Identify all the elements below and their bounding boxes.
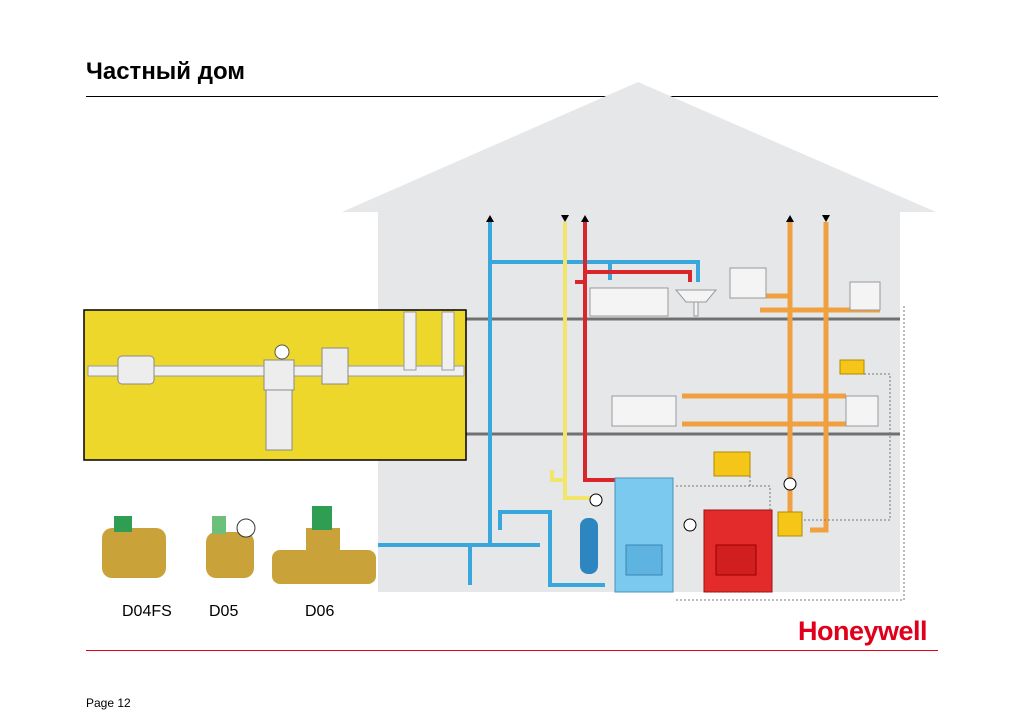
inset-valve-assembly [83,309,467,461]
pressure-gauge [683,518,697,532]
recirculation-pipes [550,222,592,500]
control-wires [676,306,905,601]
arrow-recirc-down [561,215,569,222]
arrow-heat-down [822,215,830,222]
hot-water-pipes [575,222,692,482]
title-divider [86,96,938,97]
mixing-valve [777,511,803,537]
arrow-cold-up [486,215,494,222]
sink [674,289,718,317]
heating-pump [783,477,797,491]
product-label-d04fs: D04FS [122,603,172,620]
product-label-d06: D06 [305,603,335,620]
footer-divider [86,650,938,651]
boiler-panel [715,544,757,576]
arrow-heat-up [786,215,794,222]
page-number: Page 12 [86,696,131,710]
controller-box [713,451,751,477]
tank-panel [625,544,663,576]
expansion-vessel [580,518,598,574]
product-d04fs-image [102,516,166,578]
product-d05-image [206,516,256,578]
product-d06-image [272,506,376,584]
page-title: Частный дом [86,58,246,85]
thermostat-box [839,359,865,375]
radiators [589,267,881,427]
arrow-hot-up [581,215,589,222]
circulation-pump [589,493,603,507]
product-label-d05: D05 [209,603,239,620]
honeywell-logo: Honeywell [798,616,928,646]
